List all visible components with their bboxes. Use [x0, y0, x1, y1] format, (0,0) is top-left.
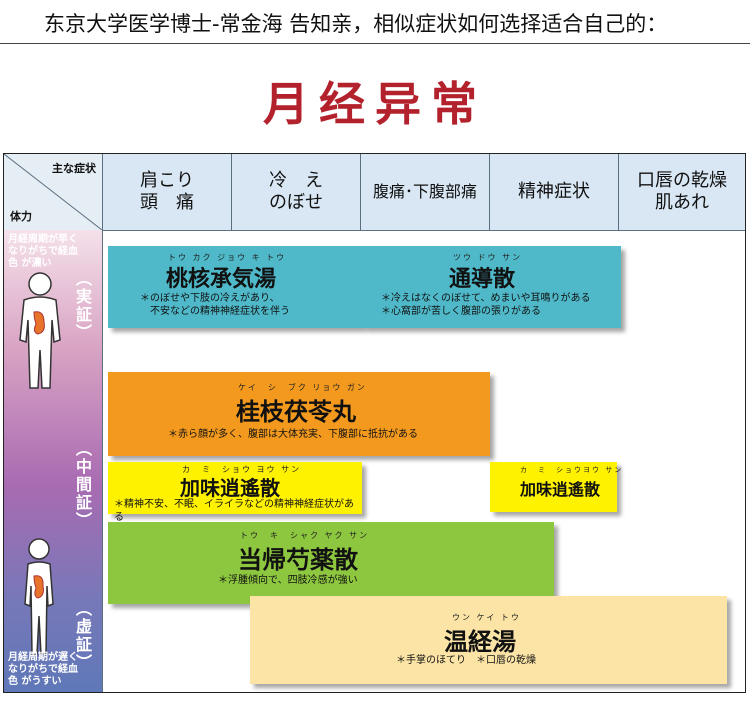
label-kyosho: （虚証） — [73, 600, 92, 672]
remedy-bar-kamishoyosan-mental: カ ミ ショウヨウ サン 加味逍遙散 — [490, 462, 621, 512]
remedy-note: ＊精神不安、不眠、イライラなどの精神神経症状がある — [114, 499, 354, 523]
strong-body-figure-icon — [19, 272, 61, 389]
remedy-bar-keishibukuryogan: ケイ シ ブク リョウ ガン 桂枝茯苓丸 ＊赤ら顔が多く、腹部は大体充実、下腹部… — [108, 372, 490, 456]
remedy-ruby: トウ キ シャク ヤク サン — [240, 531, 370, 540]
remedy-bar-tsudosan: ツウ ドウ サン 通導散 ＊冷えはなくのぼせて、めまいや耳鳴りがある ＊心窩部が… — [363, 246, 621, 328]
remedy-ruby: カ ミ ショウヨウ サン — [520, 466, 624, 474]
sidebar-bottom-note: 月経周期が遅く なりがちで経血色 がうすい — [8, 652, 78, 687]
table-header-row: 主な症状 体力 肩こり 頭 痛 冷 え のぼせ 腹痛･下腹部痛 精神症状 口唇の… — [4, 154, 745, 231]
label-chukansho: （中間証） — [73, 440, 92, 530]
remedy-note: ＊のぼせや下肢の冷えがあり、 不安などの精神神経症状を伴う — [140, 293, 290, 317]
column-header: 肩こり 頭 痛 — [103, 154, 232, 230]
remedy-name: 通導散 — [449, 266, 516, 292]
remedy-note: ＊赤ら顔が多く、腹部は大体充実、下腹部に抵抗がある — [168, 429, 418, 440]
remedy-name: 加味逍遙散 — [180, 476, 280, 500]
sidebar-top-note: 月経周期が早く なりがちで経血色 が濃い — [8, 234, 78, 269]
table-corner-cell: 主な症状 体力 — [4, 154, 103, 230]
corner-diagonal-line — [4, 154, 102, 230]
remedy-ruby: カ ミ ショウ ヨウ サン — [182, 465, 302, 474]
column-header: 冷 え のぼせ — [232, 154, 361, 230]
header-text: 东京大学医学博士-常金海 告知亲，相似症状如何选择适合自己的： — [44, 12, 668, 36]
label-jissho: （実証） — [73, 270, 92, 342]
remedy-name: 桂枝茯苓丸 — [236, 397, 356, 426]
header-divider — [0, 43, 750, 44]
column-header: 精神症状 — [490, 154, 619, 230]
remedy-name: 加味逍遙散 — [520, 480, 601, 499]
column-header: 腹痛･下腹部痛 — [361, 154, 490, 230]
remedy-note: ＊冷えはなくのぼせて、めまいや耳鳴りがある ＊心窩部が苦しく腹部の張りがある — [381, 293, 591, 317]
remedy-note: ＊浮腫傾向で、四肢冷感が強い — [218, 575, 358, 586]
remedy-ruby: ウン ケイ トウ — [452, 613, 521, 622]
remedy-name: 当帰芍薬散 — [238, 545, 358, 574]
remedy-name: 桃核承気湯 — [166, 266, 277, 292]
remedy-ruby: トウ カク ジョウ キ トウ — [168, 253, 287, 262]
remedy-note: ＊手掌のほてり ＊口唇の乾燥 — [396, 655, 536, 666]
remedy-bar-unkeito: ウン ケイ トウ 温経湯 ＊手掌のほてり ＊口唇の乾燥 — [250, 596, 727, 684]
weak-body-figure-icon — [24, 538, 54, 655]
remedy-ruby: ケイ シ ブク リョウ ガン — [238, 383, 367, 392]
remedy-bar-tokishakuyakusan: トウ キ シャク ヤク サン 当帰芍薬散 ＊浮腫傾向で、四肢冷感が強い — [108, 522, 554, 604]
corner-label-strength: 体力 — [10, 210, 32, 223]
remedy-bar-kamishoyosan: カ ミ ショウ ヨウ サン 加味逍遙散 ＊精神不安、不眠、イライラなどの精神神経… — [108, 462, 362, 523]
header-bar: 东京大学医学博士-常金海 告知亲，相似症状如何选择适合自己的： — [0, 0, 750, 44]
page-title: 月经异常 — [263, 77, 487, 131]
symptom-table: 主な症状 体力 肩こり 頭 痛 冷 え のぼせ 腹痛･下腹部痛 精神症状 口唇の… — [3, 153, 746, 693]
column-header: 口唇の乾燥 肌あれ — [637, 170, 727, 213]
remedy-bar-tokakujokito: トウ カク ジョウ キ トウ 桃核承気湯 ＊のぼせや下肢の冷えがあり、 不安など… — [108, 246, 363, 328]
corner-label-symptoms: 主な症状 — [52, 162, 96, 175]
remedy-name: 温経湯 — [444, 627, 516, 656]
remedy-ruby: ツウ ドウ サン — [453, 253, 523, 262]
constitution-sidebar: 月経周期が早く なりがちで経血色 が濃い （実証） （中間証） （虚証） 月経周… — [4, 230, 103, 692]
